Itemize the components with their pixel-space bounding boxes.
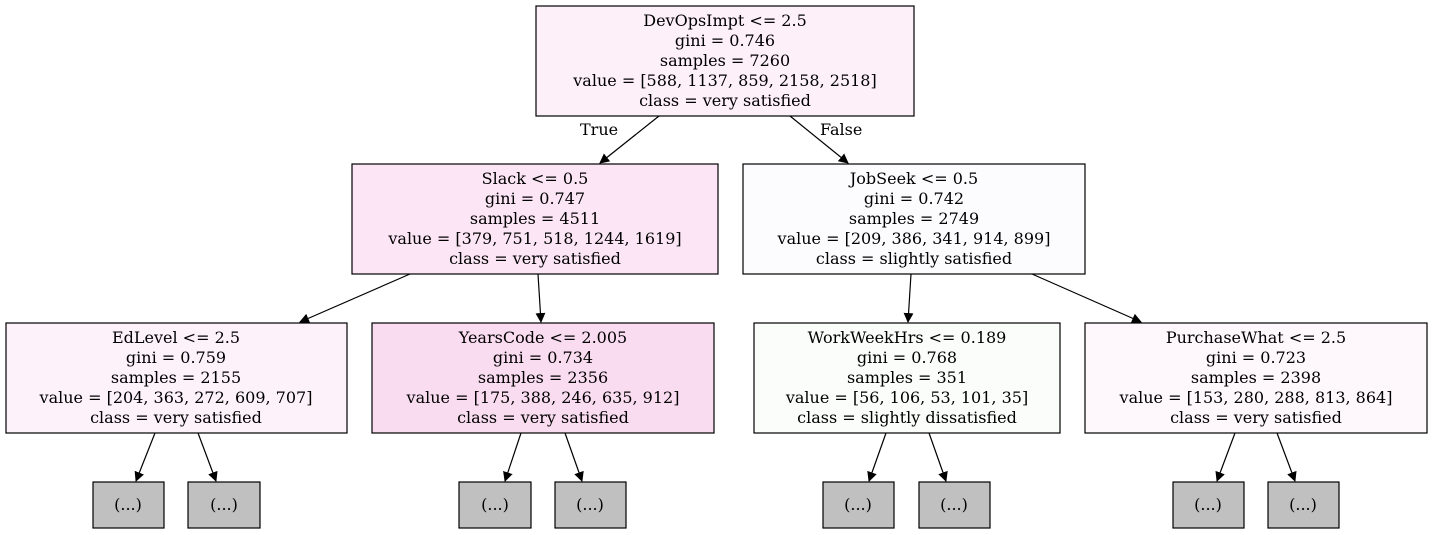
truncated-node: (...) xyxy=(1172,481,1245,529)
node-box xyxy=(753,322,1061,434)
tree-node-right: JobSeek <= 0.5 gini = 0.742 samples = 27… xyxy=(742,163,1086,275)
node-line: class = very satisfied xyxy=(639,91,811,110)
node-line: samples = 2155 xyxy=(111,368,241,387)
truncated-node: (...) xyxy=(92,481,165,529)
node-line: DevOpsImpt <= 2.5 xyxy=(643,11,807,30)
node-line: class = very satisfied xyxy=(449,249,621,268)
node-line: EdLevel <= 2.5 xyxy=(112,328,240,347)
node-line: JobSeek <= 0.5 xyxy=(848,169,978,188)
node-line: WorkWeekHrs <= 0.189 xyxy=(808,328,1007,347)
node-line: value = [379, 751, 518, 1244, 1619] xyxy=(387,229,681,248)
edge-root-false xyxy=(789,115,849,164)
node-line: class = slightly satisfied xyxy=(816,249,1012,268)
truncated-node: (...) xyxy=(1267,481,1340,529)
node-line: gini = 0.746 xyxy=(675,31,775,50)
node-line: gini = 0.734 xyxy=(493,348,593,367)
node-line: class = very satisfied xyxy=(457,408,629,427)
tree-node-left-right: YearsCode <= 2.005 gini = 0.734 samples … xyxy=(371,322,715,434)
edge-root-true xyxy=(599,115,660,164)
node-line: gini = 0.747 xyxy=(485,189,585,208)
edge-ll-stub2 xyxy=(197,432,218,482)
truncated-label: (...) xyxy=(114,495,142,514)
tree-node-root: DevOpsImpt <= 2.5 gini = 0.746 samples =… xyxy=(535,5,915,117)
edge-rr-stub1 xyxy=(1215,432,1236,482)
edge-right-left xyxy=(903,273,914,323)
edge-left-right xyxy=(535,273,546,323)
edge-label-false: False xyxy=(820,120,862,139)
edge-rl-stub2 xyxy=(928,432,948,482)
edge-lr-stub1 xyxy=(503,432,522,482)
truncated-label: (...) xyxy=(210,495,238,514)
edge-rr-stub2 xyxy=(1276,432,1297,482)
tree-node-right-right: PurchaseWhat <= 2.5 gini = 0.723 samples… xyxy=(1084,322,1428,434)
truncated-label: (...) xyxy=(1194,495,1222,514)
edge-lr-stub2 xyxy=(564,432,584,482)
node-box xyxy=(535,5,915,117)
truncated-label: (...) xyxy=(576,495,604,514)
edge-left-left xyxy=(299,273,411,323)
truncated-node: (...) xyxy=(918,481,991,529)
edge-rl-stub1 xyxy=(867,432,887,482)
node-box xyxy=(351,163,719,275)
node-line: value = [56, 106, 53, 101, 35] xyxy=(785,388,1028,407)
tree-node-left: Slack <= 0.5 gini = 0.747 samples = 4511… xyxy=(351,163,719,275)
truncated-node: (...) xyxy=(458,481,532,529)
truncated-label: (...) xyxy=(844,495,872,514)
edge-label-true: True xyxy=(580,120,618,139)
truncated-node: (...) xyxy=(187,481,261,529)
node-line: gini = 0.768 xyxy=(857,348,957,367)
node-line: samples = 2749 xyxy=(849,209,979,228)
node-line: class = very satisfied xyxy=(90,408,262,427)
node-line: value = [175, 388, 246, 635, 912] xyxy=(406,388,680,407)
node-line: samples = 2356 xyxy=(478,368,608,387)
tree-node-left-left: EdLevel <= 2.5 gini = 0.759 samples = 21… xyxy=(5,322,348,434)
node-line: value = [153, 280, 288, 813, 864] xyxy=(1119,388,1393,407)
node-line: samples = 2398 xyxy=(1191,368,1321,387)
node-line: class = very satisfied xyxy=(1170,408,1342,427)
truncated-label: (...) xyxy=(1289,495,1317,514)
edge-ll-stub1 xyxy=(134,432,156,482)
node-line: gini = 0.723 xyxy=(1206,348,1306,367)
edge-right-right xyxy=(1031,273,1142,323)
node-line: gini = 0.742 xyxy=(864,189,964,208)
node-line: gini = 0.759 xyxy=(126,348,226,367)
node-line: Slack <= 0.5 xyxy=(482,169,589,188)
node-line: samples = 7260 xyxy=(660,51,790,70)
truncated-label: (...) xyxy=(481,495,509,514)
node-line: value = [204, 363, 272, 609, 707] xyxy=(39,388,313,407)
node-line: YearsCode <= 2.005 xyxy=(458,328,627,347)
node-line: samples = 4511 xyxy=(470,209,600,228)
truncated-node: (...) xyxy=(554,481,627,529)
node-line: value = [588, 1137, 859, 2158, 2518] xyxy=(572,71,876,90)
node-box xyxy=(1084,322,1428,434)
node-box xyxy=(742,163,1086,275)
node-line: value = [209, 386, 341, 914, 899] xyxy=(777,229,1051,248)
node-box xyxy=(371,322,715,434)
node-box xyxy=(5,322,348,434)
truncated-node: (...) xyxy=(822,481,895,529)
truncated-label: (...) xyxy=(940,495,968,514)
tree-node-right-left: WorkWeekHrs <= 0.189 gini = 0.768 sample… xyxy=(753,322,1061,434)
node-line: PurchaseWhat <= 2.5 xyxy=(1166,328,1346,347)
node-line: samples = 351 xyxy=(847,368,967,387)
node-line: class = slightly dissatisfied xyxy=(797,408,1017,427)
